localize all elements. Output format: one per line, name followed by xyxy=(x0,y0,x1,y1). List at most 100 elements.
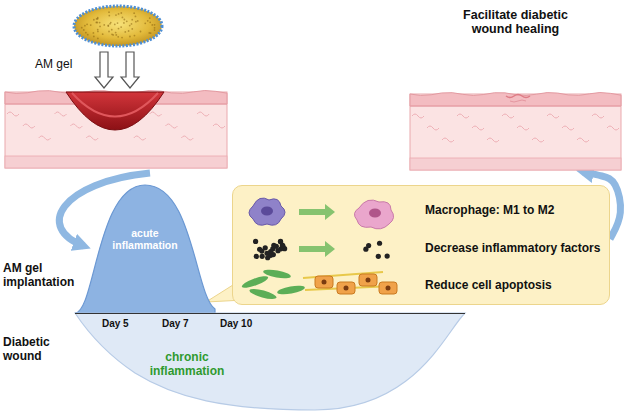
gel-speck xyxy=(131,28,133,30)
gel-speck xyxy=(123,19,125,21)
fibroblast-cell xyxy=(249,287,278,301)
skin-layer-line xyxy=(410,106,621,107)
cell-nucleus xyxy=(366,278,371,283)
gel-speck xyxy=(93,36,95,38)
skin-fiber xyxy=(487,138,499,142)
skin-fiber xyxy=(7,112,19,116)
gel-speck xyxy=(122,17,124,19)
m1-macrophage xyxy=(249,198,285,225)
gel-speck xyxy=(129,25,131,27)
gel-speck xyxy=(99,26,101,28)
gel-speck xyxy=(108,11,110,13)
skin-fiber xyxy=(55,112,67,116)
gel-speck xyxy=(81,27,83,29)
skin-fiber xyxy=(134,136,146,140)
gel-speck xyxy=(107,25,109,27)
factor-dot xyxy=(254,254,259,259)
skin-fiber xyxy=(577,138,589,142)
factor-dot xyxy=(280,243,285,248)
gel-speck xyxy=(112,34,114,36)
skin-fiber xyxy=(197,112,209,116)
skin-epidermis xyxy=(410,93,621,106)
healed-scar xyxy=(506,95,530,98)
gel-speck xyxy=(109,23,111,25)
change-arrow xyxy=(299,204,335,220)
gel-speck xyxy=(151,24,153,26)
acute-curve xyxy=(75,185,215,313)
gel-speck xyxy=(103,24,105,26)
gel-speck xyxy=(134,35,136,37)
factor-dot xyxy=(275,248,280,253)
healed-skin-node: Facilitate diabetic wound healing xyxy=(408,4,623,170)
gel-node: AM gel xyxy=(30,2,180,76)
gel-speck xyxy=(87,34,89,36)
gel-speck xyxy=(95,21,97,23)
factor-dot xyxy=(257,247,262,252)
gel-speck xyxy=(123,22,125,24)
day-label: Day 5 xyxy=(102,318,129,330)
skin-fiber xyxy=(412,114,424,118)
down-arrow xyxy=(121,52,139,88)
gel-speck xyxy=(93,19,95,21)
gel-speck xyxy=(154,24,156,26)
change-arrow xyxy=(299,241,335,257)
skin-fiber xyxy=(442,138,454,142)
factor-dot xyxy=(253,239,258,244)
gel-speck xyxy=(120,26,122,28)
gel-speck xyxy=(149,21,151,23)
skin-fiber xyxy=(532,138,544,142)
healed-scar xyxy=(510,100,526,102)
skin-fiber xyxy=(39,136,51,140)
factor-dot xyxy=(260,254,265,259)
gel-speck xyxy=(115,14,117,16)
gel-speck xyxy=(115,32,117,34)
chronic-curve xyxy=(75,313,465,410)
gel-speck xyxy=(149,17,151,19)
factor-dot xyxy=(271,243,276,248)
gel-speck xyxy=(92,32,94,34)
gel-speck xyxy=(83,29,85,31)
m1-nucleus xyxy=(261,207,273,216)
gel-speck xyxy=(118,28,120,30)
skin-hypodermis xyxy=(410,158,621,170)
gel-speck xyxy=(96,22,98,24)
gel-speck xyxy=(97,29,99,31)
fibroblast-cell xyxy=(241,274,270,290)
skin-fiber xyxy=(502,114,514,118)
gel-speck xyxy=(135,21,137,23)
stage-label: AM gel implantation xyxy=(3,262,75,290)
skin-fiber xyxy=(562,126,574,130)
apoptotic-cell xyxy=(379,282,397,294)
skin-fiber xyxy=(517,126,529,130)
gel-speck xyxy=(117,36,119,38)
gel-speck xyxy=(120,12,122,14)
gel-speck xyxy=(137,20,139,22)
factor-dot xyxy=(271,252,276,257)
gel-speck xyxy=(108,31,110,33)
skin-fiber xyxy=(547,114,559,118)
gel-speck xyxy=(85,32,87,34)
gel-speck xyxy=(129,36,131,38)
gel-speck xyxy=(140,31,142,33)
gel-speck xyxy=(124,31,126,33)
gel-oval xyxy=(74,6,162,46)
gel-speck xyxy=(108,15,110,17)
gel-speck xyxy=(117,22,119,24)
gel-speck xyxy=(144,22,146,24)
effect-text: Reduce cell apoptosis xyxy=(425,279,552,293)
cell-nucleus xyxy=(322,280,327,285)
wound-skin xyxy=(5,91,227,168)
gel-speck xyxy=(133,12,135,14)
skin-fiber xyxy=(181,136,193,140)
gel-speck xyxy=(121,37,123,39)
gel-speck xyxy=(97,18,99,20)
fibroblast-cell xyxy=(263,268,292,280)
node-text: chronic inflammation xyxy=(137,351,237,379)
gel-speck xyxy=(118,13,120,15)
apoptotic-cell xyxy=(337,282,355,294)
gel-speck xyxy=(154,29,156,31)
gel-speck xyxy=(115,34,117,36)
day-label: Day 10 xyxy=(220,318,252,330)
factor-dot xyxy=(265,255,270,260)
